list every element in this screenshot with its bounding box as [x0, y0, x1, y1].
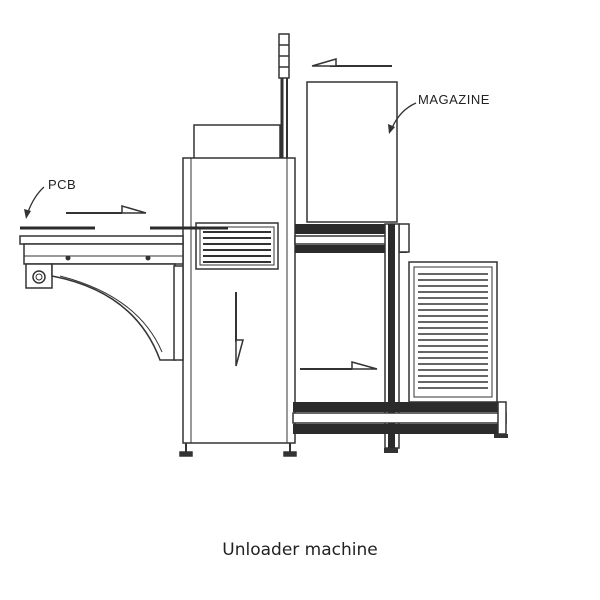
pcb-pointer — [27, 186, 45, 213]
down-arrow — [235, 292, 244, 367]
signal-tower — [278, 33, 290, 158]
magazine-pointer — [391, 102, 417, 129]
lower-magazine — [408, 261, 498, 403]
main-cabinet — [182, 157, 296, 444]
cabinet-feet — [179, 443, 297, 457]
vertical-column — [384, 223, 400, 453]
output-arrow — [300, 361, 378, 370]
input-conveyor — [19, 235, 184, 361]
pcb-direction-arrow — [66, 205, 147, 214]
lower-rail — [292, 401, 508, 438]
magazine-feed-arrow — [311, 58, 392, 67]
magazine-box — [306, 81, 398, 223]
cabinet-vent — [195, 222, 279, 270]
diagram-caption: Unloader machine — [222, 540, 378, 560]
magazine-label: MAGAZINE — [418, 92, 490, 107]
upper-housing — [193, 124, 281, 160]
pcb-label: PCB — [48, 177, 76, 192]
upper-rail — [294, 223, 410, 253]
